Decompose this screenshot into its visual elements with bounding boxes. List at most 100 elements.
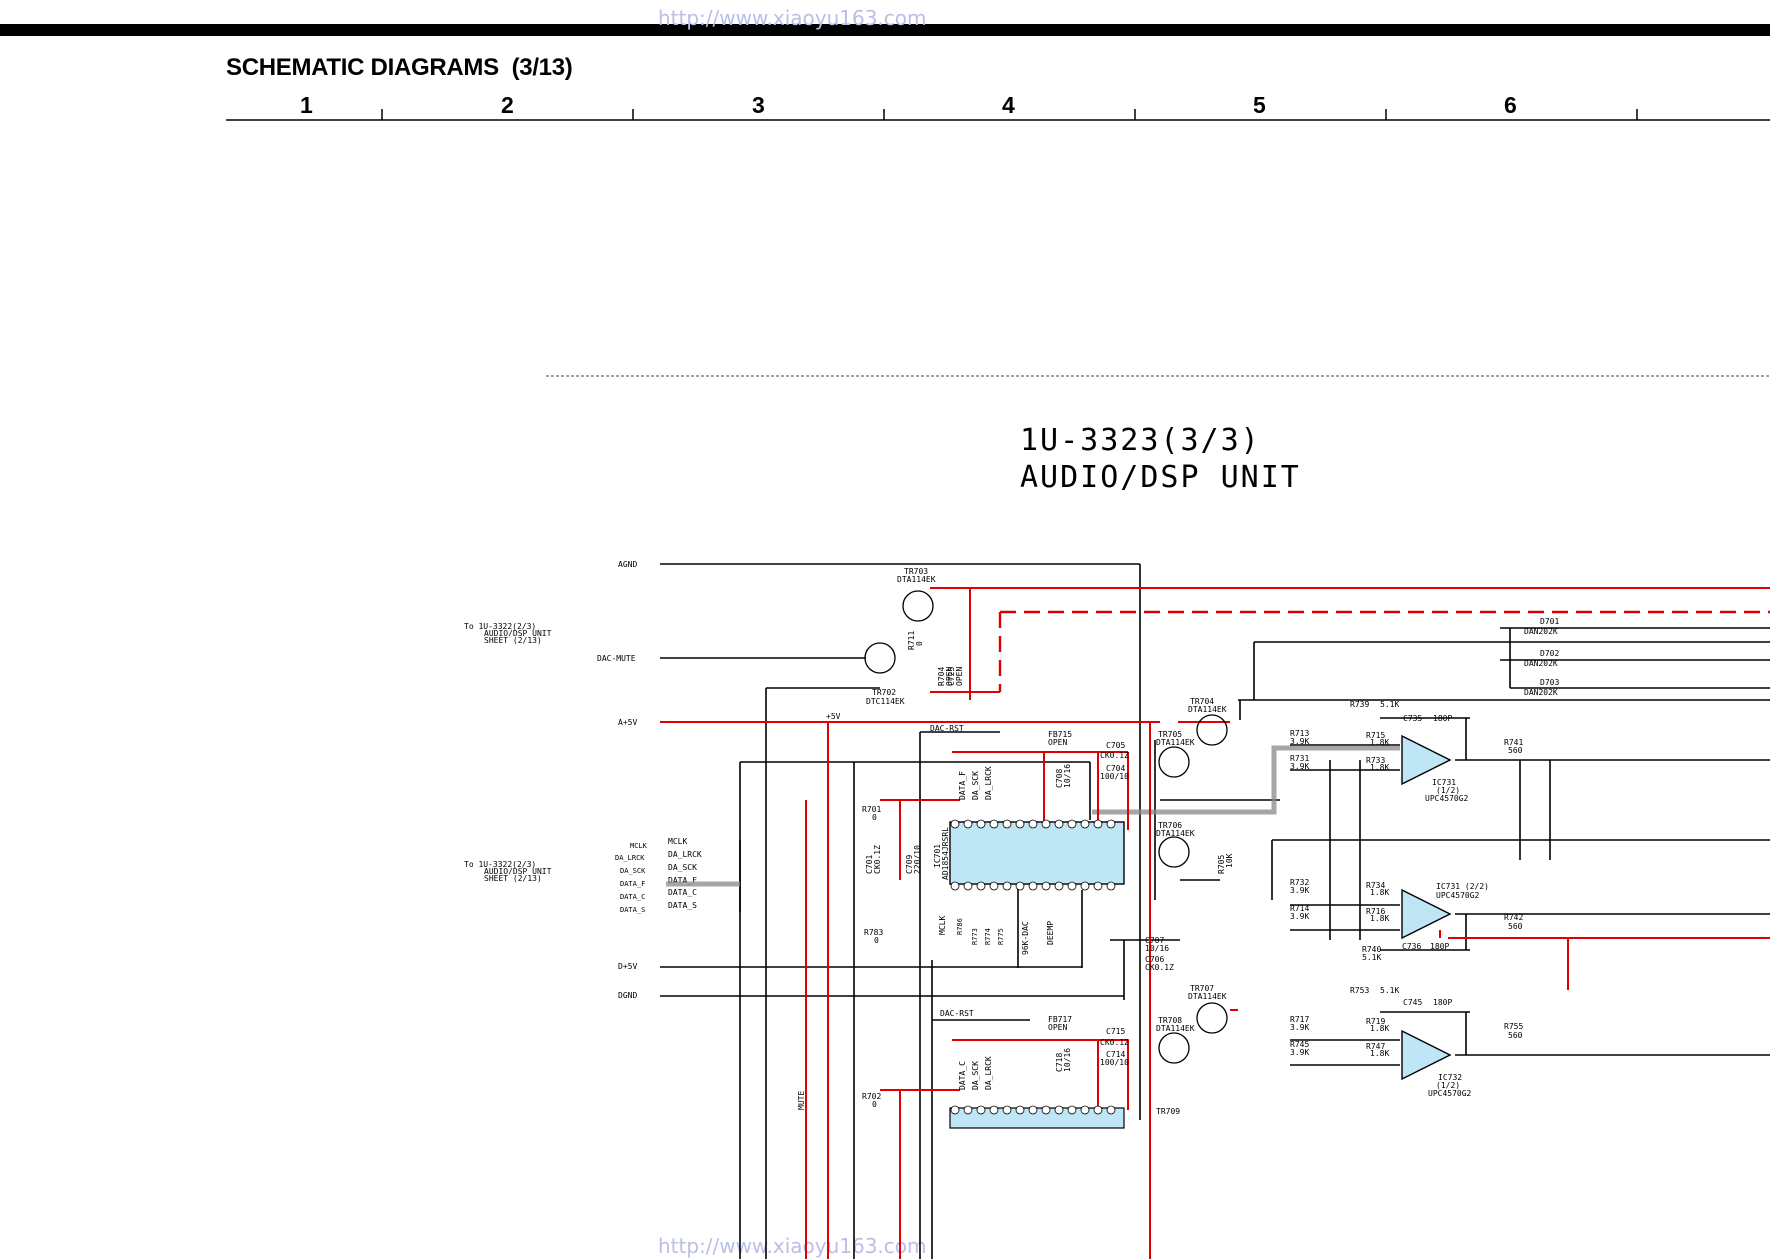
- svg-text:DAN202K: DAN202K: [1524, 659, 1558, 668]
- title-text: SCHEMATIC DIAGRAMS: [226, 54, 499, 81]
- svg-text:C708: C708: [1055, 769, 1064, 788]
- svg-text:5.1K: 5.1K: [1380, 700, 1399, 709]
- ic701-pin-mclk: MCLK: [938, 916, 947, 935]
- svg-text:DTA114EK: DTA114EK: [897, 575, 936, 584]
- svg-text:R731: R731: [1290, 754, 1309, 763]
- svg-text:R715: R715: [1366, 731, 1385, 740]
- component-labels: TR703 DTA114EK TR702 DTC114EK TR704 DTA1…: [797, 567, 1559, 1116]
- svg-text:R714: R714: [1290, 904, 1309, 913]
- svg-text:FB717: FB717: [1048, 1015, 1072, 1024]
- svg-text:TR702: TR702: [872, 688, 896, 697]
- tr702-symbol: [864, 642, 896, 674]
- ic731-opamp-1: IC731 (1/2) UPC4570G2: [1401, 734, 1469, 803]
- ic701-pin-da-lrck: DA_LRCK: [984, 766, 993, 800]
- net-agnd: AGND: [618, 560, 637, 569]
- svg-text:1.8K: 1.8K: [1370, 914, 1389, 923]
- wires-power-dashed: [998, 610, 1770, 692]
- svg-text:560: 560: [1508, 746, 1523, 755]
- svg-text:DTA114EK: DTA114EK: [1156, 738, 1195, 747]
- sheet-reference-lower: To 1U-3322(2/3) AUDIO/DSP UNIT SHEET (2/…: [464, 860, 552, 883]
- ic701-r773: R773: [971, 928, 979, 945]
- ic701-pin-data-f: DATA_F: [958, 771, 967, 800]
- svg-text:AUDIO/DSP UNIT: AUDIO/DSP UNIT: [484, 629, 552, 638]
- ic701-pin-da-sck: DA_SCK: [971, 771, 980, 800]
- svg-text:SHEET (2/13): SHEET (2/13): [484, 874, 542, 883]
- bus-da-lrck: DA_LRCK: [668, 850, 702, 859]
- board-unit: AUDIO/DSP UNIT: [1020, 460, 1301, 495]
- ic701-deemp: DEEMP: [1046, 921, 1055, 945]
- svg-text:To 1U-3322(2/3): To 1U-3322(2/3): [464, 860, 536, 869]
- svg-text:UPC4570G2: UPC4570G2: [1425, 794, 1469, 803]
- net-da-sck-small: DA_SCK: [620, 867, 646, 875]
- svg-text:180P: 180P: [1430, 942, 1449, 951]
- column-ruler: [226, 109, 1770, 121]
- tr707-symbol: [1196, 1002, 1228, 1034]
- svg-text:DTC114EK: DTC114EK: [866, 697, 905, 706]
- ic701-r775: R775: [997, 928, 1005, 945]
- svg-text:AD1854JRSRL: AD1854JRSRL: [941, 827, 950, 880]
- svg-text:0: 0: [874, 936, 879, 945]
- svg-text:D701: D701: [1540, 617, 1559, 626]
- svg-text:C707: C707: [1145, 936, 1164, 945]
- wires-ground-signal: [660, 563, 1770, 1259]
- net-data-f-small: DATA_F: [620, 880, 645, 888]
- svg-text:R742: R742: [1504, 913, 1523, 922]
- svg-text:R719: R719: [1366, 1017, 1385, 1026]
- bus-highlight: [666, 745, 1400, 887]
- svg-text:IC731: IC731: [1432, 778, 1456, 787]
- svg-text:3.9K: 3.9K: [1290, 912, 1309, 921]
- bus-mclk: MCLK: [668, 837, 687, 846]
- board-name: 1U-3323(3/3): [1020, 423, 1261, 458]
- svg-text:0: 0: [915, 641, 924, 646]
- svg-text:MUTE: MUTE: [797, 1091, 806, 1110]
- svg-text:(1/2): (1/2): [1436, 1081, 1460, 1090]
- tr708-symbol: [1158, 1032, 1190, 1064]
- svg-text:C736: C736: [1402, 942, 1421, 951]
- svg-text:3.9K: 3.9K: [1290, 1023, 1309, 1032]
- svg-text:CK0.1Z: CK0.1Z: [1145, 963, 1174, 972]
- svg-text:UPC4570G2: UPC4570G2: [1428, 1089, 1472, 1098]
- svg-text:CK0.1Z: CK0.1Z: [1100, 1038, 1129, 1047]
- svg-text:C714: C714: [1106, 1050, 1125, 1059]
- ic732-opamp: IC732 (1/2) UPC4570G2: [1401, 1029, 1472, 1098]
- svg-text:220/10: 220/10: [913, 845, 922, 874]
- ic701-r786: R786: [956, 918, 964, 935]
- column-6: 6: [1504, 92, 1517, 118]
- svg-text:TR705: TR705: [1158, 730, 1182, 739]
- svg-text:C715: C715: [1106, 1027, 1125, 1036]
- ic702-dac-partial: DATA_C DA_SCK DA_LRCK: [949, 1056, 1125, 1129]
- ic701-96k-dac: 96K-DAC: [1021, 921, 1030, 955]
- svg-text:C725: C725: [947, 667, 956, 686]
- net-data-c-small: DATA_C: [620, 893, 645, 901]
- svg-text:R740: R740: [1362, 945, 1381, 954]
- net-d5v: D+5V: [618, 962, 637, 971]
- ic701-r774: R774: [984, 928, 992, 945]
- svg-text:1.8K: 1.8K: [1370, 1024, 1389, 1033]
- svg-text:3.9K: 3.9K: [1290, 886, 1309, 895]
- svg-text:560: 560: [1508, 922, 1523, 931]
- svg-text:1.8K: 1.8K: [1370, 738, 1389, 747]
- svg-text:R783: R783: [864, 928, 883, 937]
- ic701-dac: IC701 AD1854JRSRL DATA_F DA_SCK DA_LRCK …: [933, 766, 1125, 955]
- svg-text:R704: R704: [937, 667, 946, 686]
- svg-text:3.9K: 3.9K: [1290, 762, 1309, 771]
- svg-text:100/10: 100/10: [1100, 772, 1129, 781]
- bus-data-f: DATA_F: [668, 876, 697, 885]
- svg-text:R705: R705: [1217, 855, 1226, 874]
- net-dac-mute: DAC-MUTE: [597, 654, 636, 663]
- svg-text:R732: R732: [1290, 878, 1309, 887]
- transistors: [864, 590, 1228, 1064]
- svg-text:10/16: 10/16: [1063, 764, 1072, 788]
- svg-text:TR703: TR703: [904, 567, 928, 576]
- svg-text:1.8K: 1.8K: [1370, 888, 1389, 897]
- svg-text:R745: R745: [1290, 1040, 1309, 1049]
- svg-text:DTA114EK: DTA114EK: [1188, 992, 1227, 1001]
- wires-power: [660, 587, 1770, 1259]
- svg-text:C701: C701: [865, 855, 874, 874]
- svg-text:1.8K: 1.8K: [1370, 763, 1389, 772]
- svg-text:D703: D703: [1540, 678, 1559, 687]
- svg-text:TR707: TR707: [1190, 984, 1214, 993]
- svg-text:R701: R701: [862, 805, 881, 814]
- svg-text:R755: R755: [1504, 1022, 1523, 1031]
- svg-text:AUDIO/DSP UNIT: AUDIO/DSP UNIT: [484, 867, 552, 876]
